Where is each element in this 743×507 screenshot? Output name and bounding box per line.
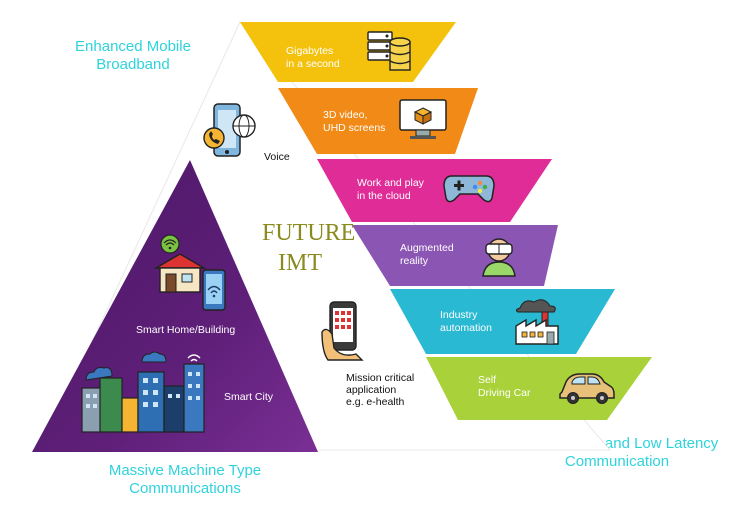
embb-label: Enhanced Mobile Broadband xyxy=(58,38,208,74)
car-icon xyxy=(559,373,615,404)
band-label-industry: Industry automation xyxy=(440,309,492,334)
band-industry xyxy=(390,289,615,354)
mmtc-label: Massive Machine Type Communications xyxy=(80,462,290,498)
phone-call-globe-icon xyxy=(203,103,256,157)
smart-city-label: Smart City xyxy=(224,391,274,403)
band-gigabytes xyxy=(240,22,456,82)
smart-home-icon xyxy=(153,234,207,293)
factory-icon xyxy=(515,299,559,345)
smart-city-icon xyxy=(81,351,205,433)
band-self-driving xyxy=(426,357,652,420)
embb-label-line2: Broadband xyxy=(96,56,170,73)
mission-critical-label: Mission critical application e.g. e-heal… xyxy=(346,372,417,408)
monitor-3d-cube-icon xyxy=(399,99,447,139)
band-label-gigabytes: Gigabytes in a second xyxy=(286,45,340,70)
band-label-3d-video: 3D video, UHD screens xyxy=(323,109,385,134)
band-label-self-driving: Self Driving Car xyxy=(478,374,531,399)
vr-headset-user-icon xyxy=(482,238,516,277)
future-text: FUTURE xyxy=(262,220,355,246)
hand-holding-phone-icon xyxy=(321,301,364,361)
smartphone-wifi-icon xyxy=(202,269,226,311)
embb-label-line1: Enhanced Mobile xyxy=(75,38,191,55)
voice-label: Voice xyxy=(264,151,290,163)
mmtc-label-line1: Massive Machine Type xyxy=(108,462,262,479)
smart-home-label: Smart Home/Building xyxy=(136,324,235,336)
band-label-cloud: Work and play in the cloud xyxy=(357,177,427,202)
band-cloud-gaming xyxy=(317,159,552,222)
server-database-icon xyxy=(367,31,411,71)
band-label-ar: Augmented reality xyxy=(400,242,457,267)
urllc-label-line2: Communication xyxy=(564,453,670,470)
game-controller-icon xyxy=(443,175,495,203)
imt-text: IMT xyxy=(278,250,322,276)
mmtc-label-line2: Communications xyxy=(129,480,241,497)
